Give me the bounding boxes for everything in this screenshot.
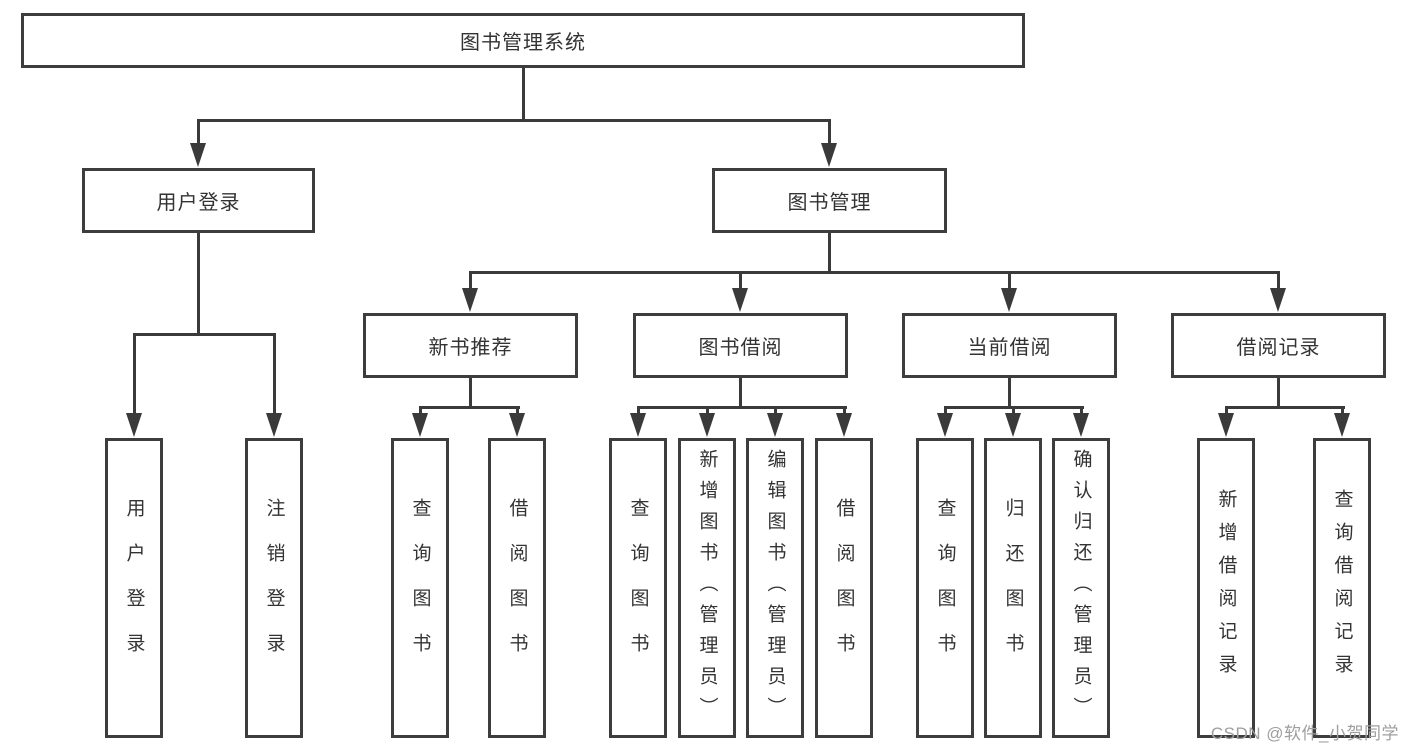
leaf-edit-book-admin: 编辑图书（管理员） xyxy=(746,438,804,738)
node-current-borrow-label: 当前借阅 xyxy=(967,337,1052,359)
node-current-borrow: 当前借阅 xyxy=(902,313,1117,378)
connector-line xyxy=(516,406,519,416)
connector-line xyxy=(1012,406,1015,416)
arrowhead-icon xyxy=(630,413,646,437)
connector-line xyxy=(637,406,847,409)
arrowhead-icon xyxy=(732,288,748,312)
node-root: 图书管理系统 xyxy=(21,13,1025,68)
arrowhead-icon xyxy=(1001,288,1017,312)
connector-line xyxy=(469,271,1280,274)
leaf-query-books-2: 查询图书 xyxy=(609,438,667,738)
connector-line xyxy=(197,232,200,335)
connector-line xyxy=(739,376,742,408)
leaf-query-borrow-record-label: 查询借阅记录 xyxy=(1331,489,1353,687)
connector-line xyxy=(828,232,831,273)
node-book-management: 图书管理 xyxy=(712,168,947,233)
watermark: CSDN @软件_小贺同学 xyxy=(1210,724,1399,743)
connector-line xyxy=(944,406,947,416)
arrowhead-icon xyxy=(266,413,282,437)
node-book-management-label: 图书管理 xyxy=(787,192,872,214)
arrowhead-icon xyxy=(821,143,837,167)
connector-line xyxy=(469,376,472,408)
connector-line xyxy=(522,68,525,121)
arrowhead-icon xyxy=(699,413,715,437)
leaf-edit-book-admin-label: 编辑图书（管理员） xyxy=(764,448,786,728)
leaf-query-books-2-label: 查询图书 xyxy=(627,498,649,678)
connector-line xyxy=(419,406,520,409)
leaf-confirm-return-admin: 确认归还（管理员） xyxy=(1052,438,1110,738)
node-new-book-recommend: 新书推荐 xyxy=(363,313,578,378)
arrowhead-icon xyxy=(190,143,206,167)
connector-line xyxy=(843,406,846,416)
leaf-query-borrow-record: 查询借阅记录 xyxy=(1313,438,1371,738)
connector-line xyxy=(133,333,276,336)
leaf-add-book-admin-label: 新增图书（管理员） xyxy=(696,448,718,728)
connector-line xyxy=(1008,271,1011,291)
node-root-label: 图书管理系统 xyxy=(460,32,586,54)
leaf-borrow-books-1-label: 借阅图书 xyxy=(506,498,528,678)
leaf-return-book: 归还图书 xyxy=(984,438,1042,738)
connector-line xyxy=(197,119,831,122)
leaf-borrow-books-2: 借阅图书 xyxy=(815,438,873,738)
leaf-add-borrow-record: 新增借阅记录 xyxy=(1197,438,1255,738)
node-new-book-recommend-label: 新书推荐 xyxy=(428,337,513,359)
connector-line xyxy=(1008,376,1011,408)
leaf-query-books-1-label: 查询图书 xyxy=(409,498,431,678)
leaf-logout-label: 注销登录 xyxy=(263,498,285,678)
leaf-return-book-label: 归还图书 xyxy=(1002,498,1024,678)
connector-line xyxy=(1341,406,1344,416)
leaf-borrow-books-2-label: 借阅图书 xyxy=(833,498,855,678)
arrowhead-icon xyxy=(126,413,142,437)
arrowhead-icon xyxy=(1270,288,1286,312)
arrowhead-icon xyxy=(1334,413,1350,437)
leaf-add-book-admin: 新增图书（管理员） xyxy=(678,438,736,738)
connector-line xyxy=(706,406,709,416)
leaf-query-books-1: 查询图书 xyxy=(391,438,449,738)
connector-line xyxy=(1225,406,1345,409)
arrowhead-icon xyxy=(462,288,478,312)
arrowhead-icon xyxy=(1218,413,1234,437)
arrowhead-icon xyxy=(1073,413,1089,437)
connector-line xyxy=(739,271,742,291)
node-user-login: 用户登录 xyxy=(82,168,315,233)
leaf-borrow-books-1: 借阅图书 xyxy=(488,438,546,738)
connector-line xyxy=(273,333,276,415)
connector-line xyxy=(469,271,472,291)
node-book-borrow-label: 图书借阅 xyxy=(698,337,783,359)
arrowhead-icon xyxy=(412,413,428,437)
connector-line xyxy=(419,406,422,416)
connector-line xyxy=(1080,406,1083,416)
leaf-logout: 注销登录 xyxy=(245,438,303,738)
leaf-confirm-return-admin-label: 确认归还（管理员） xyxy=(1070,448,1092,728)
connector-line xyxy=(1277,271,1280,291)
connector-line xyxy=(133,333,136,415)
node-borrow-records: 借阅记录 xyxy=(1171,313,1386,378)
leaf-query-books-3: 查询图书 xyxy=(916,438,974,738)
connector-line xyxy=(637,406,640,416)
arrowhead-icon xyxy=(836,413,852,437)
node-borrow-records-label: 借阅记录 xyxy=(1236,337,1321,359)
leaf-query-books-3-label: 查询图书 xyxy=(934,498,956,678)
connector-line xyxy=(1277,376,1280,408)
connector-line xyxy=(774,406,777,416)
leaf-add-borrow-record-label: 新增借阅记录 xyxy=(1215,489,1237,687)
arrowhead-icon xyxy=(509,413,525,437)
node-user-login-label: 用户登录 xyxy=(156,192,241,214)
leaf-user-login-label: 用户登录 xyxy=(123,498,145,678)
connector-line xyxy=(828,119,831,146)
leaf-user-login: 用户登录 xyxy=(105,438,163,738)
arrowhead-icon xyxy=(1005,413,1021,437)
arrowhead-icon xyxy=(937,413,953,437)
node-book-borrow: 图书借阅 xyxy=(633,313,848,378)
connector-line xyxy=(197,119,200,146)
connector-line xyxy=(1225,406,1228,416)
arrowhead-icon xyxy=(767,413,783,437)
